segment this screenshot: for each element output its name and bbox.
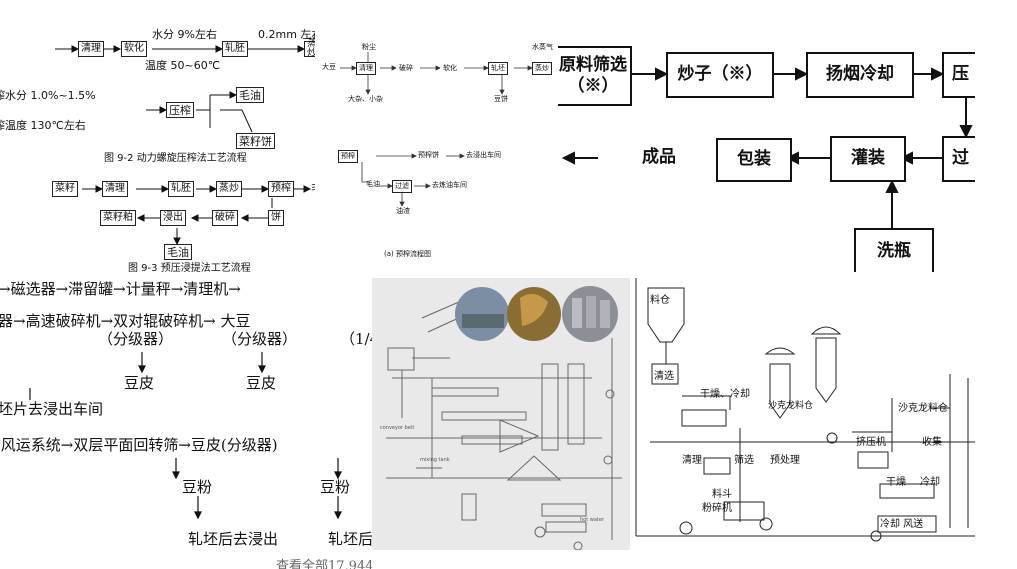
f-label-belt: conveyor belt: [380, 425, 415, 431]
e-label-cyclone-2: 沙克龙料仓: [898, 403, 948, 414]
e-label-collect: 收集: [922, 437, 942, 448]
d-end-2: 轧坯后: [328, 530, 372, 548]
b-filter: 过滤: [392, 180, 412, 193]
panel-sesame-oil-flowchart: 原料筛选 （※） 炒子（※） 扬烟冷却 压 成品 包装 灌装 过 洗瓶: [558, 28, 975, 272]
caption-9-2: 图 9-2 动力螺旋压榨法工艺流程: [104, 153, 247, 164]
b-step-crush: 破碎: [396, 62, 416, 75]
c-step-packing: 包装: [716, 138, 792, 182]
row2-steam: 蒸炒: [216, 181, 242, 197]
d-to-leaching: 坯片去浸出车间: [0, 400, 104, 418]
f-label-tank: mixing tank: [420, 457, 450, 463]
d-view-all-link[interactable]: 查看全部17,944张图片: [276, 559, 372, 569]
row3-crude-oil: 毛油: [164, 244, 192, 260]
row3-crush: 破碎: [212, 210, 238, 226]
c-step-filling: 灌装: [830, 136, 906, 182]
panel-a-arrows: [55, 45, 312, 246]
note-moisture: 水分 9%左右: [152, 28, 217, 41]
b-prepress-cake: 预榨饼: [418, 151, 439, 159]
photo-thumbnails: [455, 286, 618, 342]
e-label-pretreat: 预处理: [770, 455, 800, 466]
b-step-roll: 轧坯: [488, 62, 508, 75]
e-label-clean: 清理: [682, 455, 702, 466]
b-label-soycake: 豆饼: [494, 95, 508, 103]
panel-d-arrows: [29, 352, 342, 520]
step-soften: 软化: [121, 41, 147, 57]
e-label-hopper: 料斗: [712, 489, 732, 500]
e-label-dry: 干燥: [886, 477, 906, 488]
panel-prepress-diagram: 粉尘 水蒸气 大豆 清理 破碎 软化 轧坯 蒸炒 大杂、小杂 豆饼 预榨 预榨饼…: [318, 38, 558, 270]
c-step-raw-screening: 原料筛选 （※）: [558, 46, 632, 106]
d-hull-2: 豆皮: [246, 374, 277, 392]
note-press-moisture: 榨水分 1.0%~1.5%: [0, 89, 96, 102]
panel-press-flowchart: 清理 软化 轧胚 蒸炒 水分 9%左右 0.2mm 左右 温度 50~60℃ 榨…: [0, 0, 315, 278]
output-rapeseed-cake: 菜籽饼: [236, 133, 275, 149]
row2-crude: 毛: [311, 183, 315, 194]
d-hull-1: 豆皮: [124, 374, 155, 392]
b-crude-oil: 毛油: [366, 180, 380, 188]
label-dust: 粉尘: [362, 43, 376, 51]
row2-roll: 轧胚: [168, 181, 194, 197]
d-end-1: 轧坯后去浸出: [188, 530, 279, 548]
step-press: 压榨: [166, 102, 194, 118]
d-powder-2: 豆粉: [320, 478, 351, 496]
e-label-grinder: 粉碎机: [702, 503, 732, 514]
note-temp: 温度 50~60℃: [145, 59, 221, 72]
extrusion-plant-lines: [635, 278, 975, 542]
b-prepress: 预榨: [338, 150, 358, 163]
c-step-wash-bottle: 洗瓶: [854, 228, 934, 272]
row3-leach: 浸出: [160, 210, 186, 226]
e-label-cool-convey: 冷却 风送: [880, 519, 924, 530]
b-step-soften: 软化: [440, 62, 460, 75]
note-thickness: 0.2mm 左右: [258, 28, 315, 41]
step-clean: 清理: [78, 41, 104, 57]
b-to-leaching: 去浸出车间: [466, 151, 501, 159]
output-crude-oil: 毛油: [236, 87, 264, 103]
d-line-magnetic: →磁选器→滞留罐→计量秤→清理机→: [0, 280, 241, 298]
d-classifier-1: （分级器）: [98, 330, 174, 348]
e-label-cleaning: 清选: [654, 371, 674, 382]
d-line-crusher: 器→高速破碎机→双对辊破碎机→ 大豆: [0, 312, 251, 330]
c-step-filter: 过: [942, 136, 975, 182]
step-roll: 轧胚: [222, 41, 248, 57]
input-soybean: 大豆: [322, 63, 336, 71]
b-label-impurities: 大杂、小杂: [348, 95, 383, 103]
label-steam-vapor: 水蒸气: [532, 43, 553, 51]
d-line-sieve: ·风运系统→双层平面回转筛→豆皮(分级器): [0, 436, 278, 454]
panel-b-arrows: [338, 52, 533, 207]
b-to-refinery: 去炼油车间: [432, 181, 467, 189]
e-label-cool: 冷却: [920, 477, 940, 488]
b-oil-dregs: 油渣: [396, 207, 410, 215]
f-label-hot-water: hot water: [580, 517, 605, 523]
e-label-cyclone-1: 沙克龙料仓: [768, 401, 814, 411]
e-label-screen: 筛选: [734, 455, 754, 466]
panel-plant-drawing: conveyor belt mixing tank hot water: [372, 278, 630, 550]
c-step-product: 成品: [598, 132, 720, 184]
caption-9-3: 图 9-3 预压浸提法工艺流程: [128, 263, 251, 274]
c-step-raw-screening-label: 原料筛选 （※）: [559, 54, 627, 96]
b-caption: (a) 预榨流程图: [384, 250, 431, 258]
c-step-roast: 炒子（※）: [666, 52, 774, 98]
panel-soybean-process-text: →磁选器→滞留罐→计量秤→清理机→ 器→高速破碎机→双对辊破碎机→ 大豆 （分级…: [0, 278, 372, 569]
b-step-clean: 清理: [356, 62, 376, 75]
b-step-steam: 蒸炒: [532, 62, 552, 75]
step-steam: 蒸炒: [304, 39, 315, 59]
c-step-smoke-cool: 扬烟冷却: [806, 52, 914, 98]
panel-extrusion-plant: 料仓 清选 干燥、冷却 沙克龙料仓 沙克龙料仓 清理 筛选 预处理 挤压机 收集…: [630, 278, 975, 542]
d-classifier-2: （分级器）: [222, 330, 298, 348]
c-step-press: 压: [942, 52, 975, 98]
row3-cake: 饼: [268, 210, 284, 226]
e-label-dry-cool: 干燥、冷却: [700, 389, 750, 400]
row2-rapeseed: 菜籽: [52, 181, 78, 197]
row2-prepress: 预榨: [268, 181, 294, 197]
row2-clean: 清理: [102, 181, 128, 197]
e-label-extruder: 挤压机: [856, 437, 886, 448]
note-press-temp: 榨温度 130℃左右: [0, 119, 86, 132]
d-quarter: （1/4: [340, 330, 372, 348]
e-label-silo: 料仓: [650, 295, 670, 306]
d-powder-1: 豆粉: [182, 478, 213, 496]
row3-meal: 菜籽粕: [100, 210, 136, 226]
plant-drawing-lines: [386, 286, 622, 550]
